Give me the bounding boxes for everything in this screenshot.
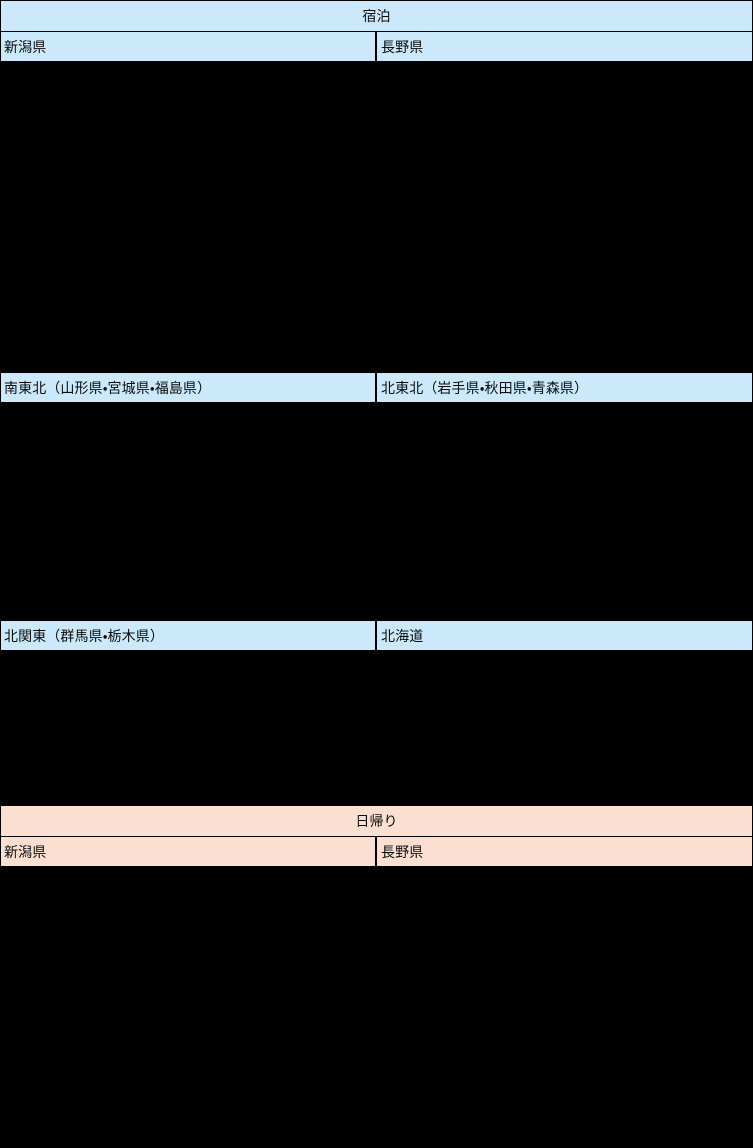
panel-label-stay-kita-kanto: 北関東（群馬県・栃木県） — [0, 621, 376, 650]
panel-label-day-nagano: 長野県 — [376, 837, 753, 866]
panel-label-row-day-1: 新潟県 長野県 — [0, 836, 753, 867]
chart-area-stay-row-3[interactable] — [0, 651, 753, 805]
chart-canvas[interactable] — [0, 867, 753, 1148]
chart-area-stay-row-2[interactable] — [0, 403, 753, 621]
panel-label-stay-hokkaido: 北海道 — [376, 621, 753, 650]
panel-label-row-stay-3: 北関東（群馬県・栃木県） 北海道 — [0, 620, 753, 651]
panel-label-stay-niigata: 新潟県 — [0, 32, 376, 61]
section-header-day: 日帰り — [0, 805, 753, 837]
panel-label-stay-minami-tohoku: 南東北（山形県・宮城県・福島県） — [0, 373, 376, 402]
panel-label-row-stay-1: 新潟県 長野県 — [0, 31, 753, 62]
panel-label-row-stay-2: 南東北（山形県・宮城県・福島県） 北東北（岩手県・秋田県・青森県） — [0, 372, 753, 403]
chart-canvas[interactable] — [0, 651, 753, 805]
panel-label-day-niigata: 新潟県 — [0, 837, 376, 866]
panel-label-stay-nagano: 長野県 — [376, 32, 753, 61]
chart-canvas[interactable] — [0, 62, 753, 373]
section-title-day: 日帰り — [0, 806, 753, 836]
chart-canvas[interactable] — [0, 403, 753, 621]
chart-area-stay-row-1[interactable] — [0, 62, 753, 373]
section-title-stay: 宿泊 — [0, 1, 753, 31]
section-header-stay: 宿泊 — [0, 0, 753, 32]
chart-area-day-row-1[interactable] — [0, 867, 753, 1148]
panel-label-stay-kita-tohoku: 北東北（岩手県・秋田県・青森県） — [376, 373, 753, 402]
